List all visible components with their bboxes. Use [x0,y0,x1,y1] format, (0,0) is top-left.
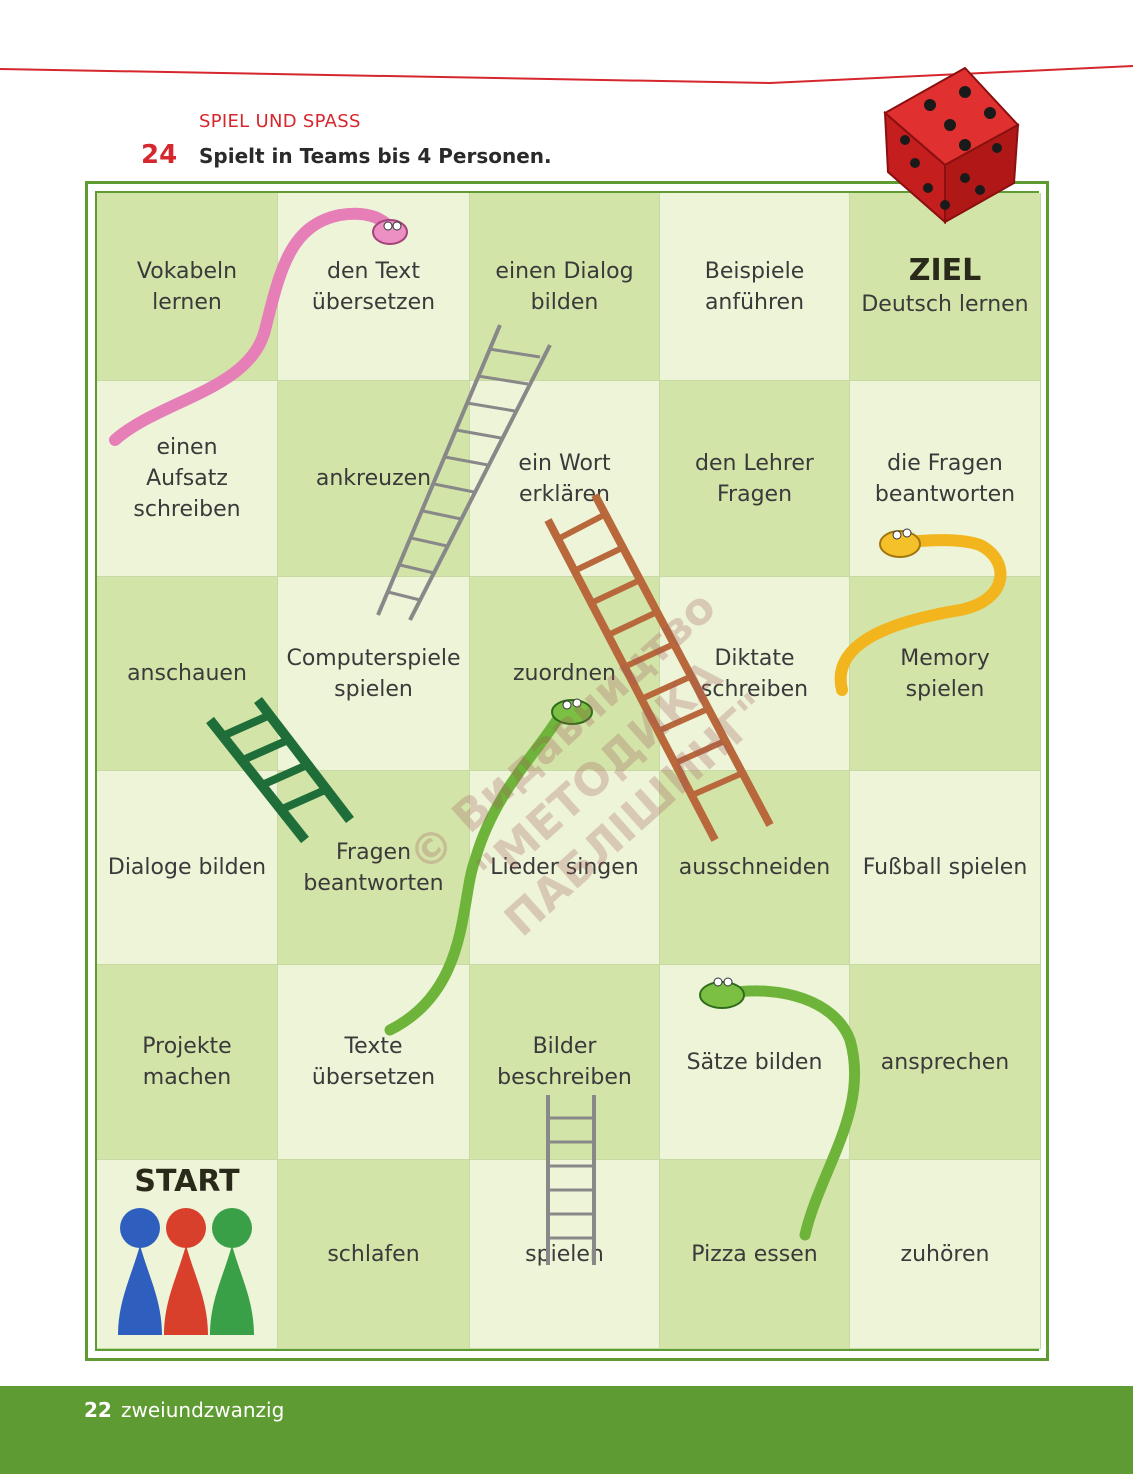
field-text: schlafen [327,1241,420,1267]
board-field: einen Dialog bilden [470,193,660,381]
field-text: Computerspiele spielen [286,645,461,702]
page-footer [0,1386,1133,1474]
board-field: spielen [470,1160,660,1349]
board-field: Pizza essen [660,1160,850,1349]
board-field: zuhören [850,1160,1041,1349]
field-text: einen Dialog bilden [495,258,634,315]
section-label: SPIEL UND SPASS [199,111,361,132]
goal-label: ZIEL [908,253,982,288]
field-text: ankreuzen [315,466,432,491]
board-field: den Text übersetzen [278,193,470,381]
field-text: spielen [525,1241,604,1267]
board-field: Dialoge bilden [97,771,278,965]
task-instruction: Spielt in Teams bis 4 Personen. [199,144,552,168]
board-field: ankreuzen [278,381,470,577]
field-text: Beispiele anführen [704,258,805,315]
board-field: ansprechen [850,965,1041,1160]
field-text: Sätze bilden [686,1049,823,1075]
field-text: Deutsch lernen [861,292,1029,317]
field-text: Projekte machen [142,1034,232,1090]
field-text: ausschneiden [678,855,831,880]
board-field: einen Aufsatz schreiben [97,381,278,577]
board-field: Projekte machen [97,965,278,1160]
start-label: START [134,1164,240,1199]
board-field: Memory spielen [850,577,1041,771]
field-text: Memory spielen [900,645,990,702]
field-text: den Text übersetzen [311,258,436,315]
board-field: anschauen [97,577,278,771]
board-field: Bilder beschreiben [470,965,660,1160]
board-field: Fußball spielen [850,771,1041,965]
page-number-word: zweiundzwanzig [121,1398,285,1422]
field-text: zuhören [900,1241,990,1267]
field-text: Dialoge bilden [107,855,267,880]
field-text: einen Aufsatz schreiben [133,435,241,522]
board-field: Computerspiele spielen [278,577,470,771]
header-rule [0,65,1133,85]
field-text: anschauen [127,661,247,686]
field-text: Pizza essen [691,1241,818,1267]
field-text: den Lehrer Fragen [695,450,814,507]
board-field: ein Wort erklären [470,381,660,577]
field-text: die Fragen beantworten [874,450,1016,507]
field-text: Fußball spielen [862,855,1028,880]
board-field: die Fragen beantworten [850,381,1041,577]
board-field: START [97,1160,278,1349]
board-field: Vokabeln lernen [97,193,278,381]
field-text: Bilder beschreiben [497,1034,632,1090]
exercise-number: 24 [141,140,178,170]
field-text: ansprechen [880,1049,1010,1075]
board-field: Sätze bilden [660,965,850,1160]
board-field: schlafen [278,1160,470,1349]
board-field: ZIEL Deutsch lernen [850,193,1041,381]
field-text: Vokabeln lernen [136,258,238,315]
page-number: 22 [84,1398,112,1422]
board-field: Beispiele anführen [660,193,850,381]
field-text: ein Wort erklären [518,450,611,507]
field-text: Texte übersetzen [311,1034,436,1090]
